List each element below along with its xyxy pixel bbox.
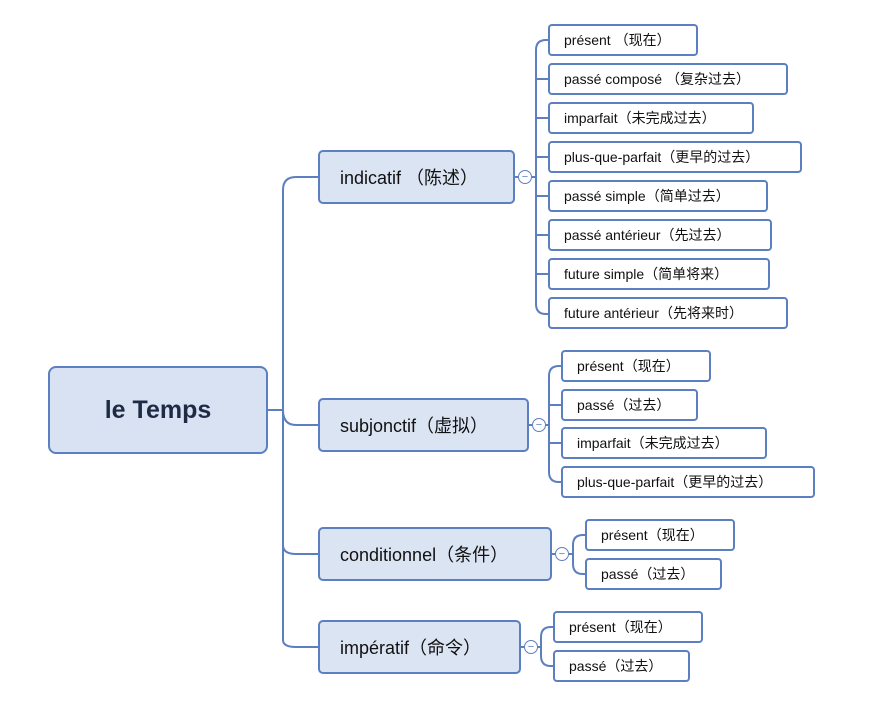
- root-node[interactable]: le Temps: [48, 366, 268, 454]
- leaf-indicatif-future-anterieur[interactable]: future antérieur（先将来时）: [548, 297, 788, 329]
- leaf-subjonctif-plus-que-parfait[interactable]: plus-que-parfait（更早的过去）: [561, 466, 815, 498]
- collapse-toggle-imperatif[interactable]: −: [524, 640, 538, 654]
- leaf-subjonctif-passe[interactable]: passé（过去）: [561, 389, 698, 421]
- leaf-indicatif-present[interactable]: présent （现在）: [548, 24, 698, 56]
- leaf-subjonctif-present[interactable]: présent（现在）: [561, 350, 711, 382]
- collapse-toggle-indicatif[interactable]: −: [518, 170, 532, 184]
- branch-conditionnel[interactable]: conditionnel（条件）: [318, 527, 552, 581]
- leaf-conditionnel-present[interactable]: présent（现在）: [585, 519, 735, 551]
- collapse-toggle-conditionnel[interactable]: −: [555, 547, 569, 561]
- leaf-imperatif-passe[interactable]: passé（过去）: [553, 650, 690, 682]
- leaf-subjonctif-imparfait[interactable]: imparfait（未完成过去）: [561, 427, 767, 459]
- leaf-indicatif-imparfait[interactable]: imparfait（未完成过去）: [548, 102, 754, 134]
- branch-subjonctif[interactable]: subjonctif（虚拟）: [318, 398, 529, 452]
- leaf-indicatif-future-simple[interactable]: future simple（简单将来）: [548, 258, 770, 290]
- branch-indicatif[interactable]: indicatif （陈述）: [318, 150, 515, 204]
- leaf-imperatif-present[interactable]: présent（现在）: [553, 611, 703, 643]
- branch-imperatif[interactable]: impératif（命令）: [318, 620, 521, 674]
- leaf-indicatif-passe-anterieur[interactable]: passé antérieur（先过去）: [548, 219, 772, 251]
- leaf-indicatif-passe-simple[interactable]: passé simple（简单过去）: [548, 180, 768, 212]
- collapse-toggle-subjonctif[interactable]: −: [532, 418, 546, 432]
- leaf-indicatif-passe-compose[interactable]: passé composé （复杂过去）: [548, 63, 788, 95]
- leaf-indicatif-plus-que-parfait[interactable]: plus-que-parfait（更早的过去）: [548, 141, 802, 173]
- leaf-conditionnel-passe[interactable]: passé（过去）: [585, 558, 722, 590]
